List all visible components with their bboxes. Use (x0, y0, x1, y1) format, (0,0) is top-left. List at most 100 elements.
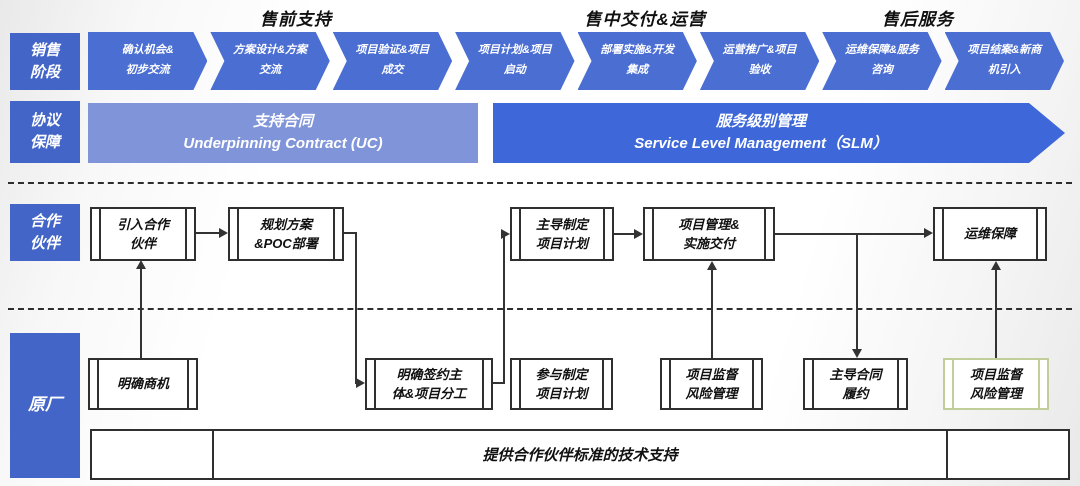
stage-1-line1: 确认机会& (121, 44, 174, 57)
partner-box-4-line2: 实施交付 (682, 236, 735, 251)
stage-chevron-4: 项目计划&项目启动 (455, 32, 574, 90)
vendor-box-5-line1: 主导合同 (829, 366, 882, 382)
phase-header-aftersales: 售后服务 (882, 10, 954, 29)
connector-supervision1-up (711, 267, 713, 358)
uc-subtitle: Underpinning Contract (UC) (183, 135, 383, 152)
vendor-box-6-line1: 项目监督 (969, 366, 1022, 382)
connector-partner-to-poc (196, 232, 221, 234)
arrowhead-right-into-project-management (634, 229, 643, 239)
stage-8-line2: 机引入 (987, 64, 1021, 76)
connector-entity-up-h1 (493, 382, 505, 384)
arrowhead-right-into-om-support (924, 228, 933, 238)
stage-4-line1: 项目计划&项目 (477, 44, 552, 57)
partner-box-5-line1: 运维保障 (963, 226, 1016, 242)
vendor-box-2-line2: 体&项目分工 (391, 386, 467, 401)
partner-box-4-line1: 项目管理& (678, 216, 740, 232)
stage-6-line2: 验收 (748, 64, 771, 76)
row-label-sales-line1: 销售 (29, 41, 60, 59)
stage-chevron-8: 项目结案&新商机引入 (945, 32, 1064, 90)
stage-chevron-2: 方案设计&方案交流 (210, 32, 329, 90)
vendor-box-project-supervision-risk-1: 项目监督风险管理 (660, 358, 763, 410)
stage-3-line2: 成交 (381, 64, 404, 76)
connector-branch-to-fulfillment (856, 233, 858, 350)
phase-header-presales: 售前支持 (260, 10, 332, 29)
agreement-uc-bar: 支持合同 Underpinning Contract (UC) (88, 103, 478, 163)
partner-box-3-line1: 主导制定 (535, 216, 588, 232)
stage-chevron-1: 确认机会&初步交流 (88, 32, 207, 90)
connector-poc-down-v (355, 232, 357, 384)
stage-3-line1: 项目验证&项目 (355, 44, 430, 57)
partner-box-2-line1: 规划方案 (259, 216, 312, 232)
stage-1-line2: 初步交流 (125, 64, 170, 76)
vendor-box-3-line1: 参与制定 (535, 366, 588, 382)
stage-2-line1: 方案设计&方案 (233, 44, 308, 57)
arrowhead-up-into-project-management (707, 261, 717, 270)
vendor-box-contract-entity-division: 明确签约主体&项目分工 (365, 358, 493, 410)
stage-chevron-3: 项目验证&项目成交 (333, 32, 452, 90)
vendor-box-4-line1: 项目监督 (685, 366, 738, 382)
arrowhead-up-into-om-support (991, 261, 1001, 270)
arrowhead-right-into-lead-project-plan (501, 229, 510, 239)
stage-7-line2: 咨询 (870, 64, 893, 76)
vendor-box-5-line2: 履约 (842, 386, 869, 401)
stage-6-line1: 运营推广&项目 (722, 44, 797, 57)
row-label-sales-line2: 阶段 (29, 63, 60, 81)
dashed-separator-top (8, 182, 1072, 184)
connector-entity-up-v (503, 233, 505, 384)
stage-8-line1: 项目结案&新商 (967, 44, 1042, 57)
agreement-slm-arrow: 服务级别管理 Service Level Management（SLM） (493, 103, 1065, 163)
row-label-partner-line2: 伙伴 (29, 234, 60, 252)
sales-stage-chevron-row: 确认机会&初步交流 方案设计&方案交流 项目验证&项目成交 项目计划&项目启动 … (88, 32, 1064, 90)
stage-chevron-6: 运营推广&项目验收 (700, 32, 819, 90)
uc-title: 支持合同 (252, 113, 313, 131)
vendor-box-1-line1: 明确商机 (116, 376, 169, 392)
row-label-sales-stage: 销售阶段 (10, 33, 80, 90)
connector-plan-to-management (614, 233, 636, 235)
vendor-box-project-supervision-risk-2: 项目监督风险管理 (943, 358, 1049, 410)
connector-poc-down-h1 (344, 232, 357, 234)
stage-2-line2: 交流 (259, 64, 282, 76)
vendor-box-join-project-plan: 参与制定项目计划 (510, 358, 613, 410)
stage-7-line1: 运维保障&服务 (844, 44, 919, 57)
vendor-box-2-line1: 明确签约主 (396, 366, 462, 382)
partner-box-3-line2: 项目计划 (535, 236, 588, 251)
partner-box-1-line1: 引入合作 (116, 216, 169, 232)
connector-supervision2-up (995, 267, 997, 358)
slm-subtitle: Service Level Management（SLM） (634, 135, 888, 152)
stage-4-line2: 启动 (503, 64, 526, 76)
connector-opportunity-to-partner (140, 266, 142, 358)
vendor-box-4-line2: 风险管理 (685, 386, 738, 401)
bottom-bar-right-cell (946, 431, 1068, 478)
stage-5-line2: 集成 (626, 64, 649, 76)
row-label-agreement-line2: 保障 (29, 134, 60, 151)
slm-title: 服务级别管理 (715, 113, 806, 131)
stage-5-line1: 部署实施&开发 (600, 44, 675, 57)
arrowhead-up-into-introduce-partner (136, 260, 146, 269)
dashed-separator-bottom (8, 308, 1072, 310)
row-label-partner-line1: 合作 (29, 212, 60, 230)
stage-chevron-7: 运维保障&服务咨询 (822, 32, 941, 90)
partner-box-lead-project-plan: 主导制定项目计划 (510, 207, 614, 261)
row-label-partner: 合作伙伴 (10, 204, 80, 261)
connector-management-to-om (775, 233, 925, 235)
partner-box-project-management-delivery: 项目管理&实施交付 (643, 207, 775, 261)
row-label-agreement-line1: 协议 (29, 112, 60, 130)
partner-box-2-line2: &POC部署 (254, 236, 318, 251)
partner-box-om-support: 运维保障 (933, 207, 1047, 261)
row-label-vendor: 原厂 (10, 333, 80, 478)
partner-box-introduce-partner: 引入合作伙伴 (90, 207, 196, 261)
bottom-bar-label: 提供合作伙伴标准的技术支持 (482, 447, 678, 464)
arrowhead-right-into-plan-poc (219, 228, 228, 238)
phase-header-delivery-operations: 售中交付&运营 (584, 10, 706, 29)
vendor-box-3-line2: 项目计划 (535, 386, 588, 401)
arrowhead-down-into-fulfillment (852, 349, 862, 358)
arrowhead-right-into-contract-entity (356, 378, 365, 388)
bottom-bar-tech-support: 提供合作伙伴标准的技术支持 (90, 429, 1070, 480)
bottom-bar-left-cell (92, 431, 214, 478)
vendor-box-6-line2: 风险管理 (969, 386, 1022, 401)
stage-chevron-5: 部署实施&开发集成 (578, 32, 697, 90)
partner-box-1-line2: 伙伴 (129, 236, 156, 251)
vendor-box-identify-opportunity: 明确商机 (88, 358, 198, 410)
row-label-agreement: 协议保障 (10, 101, 80, 163)
